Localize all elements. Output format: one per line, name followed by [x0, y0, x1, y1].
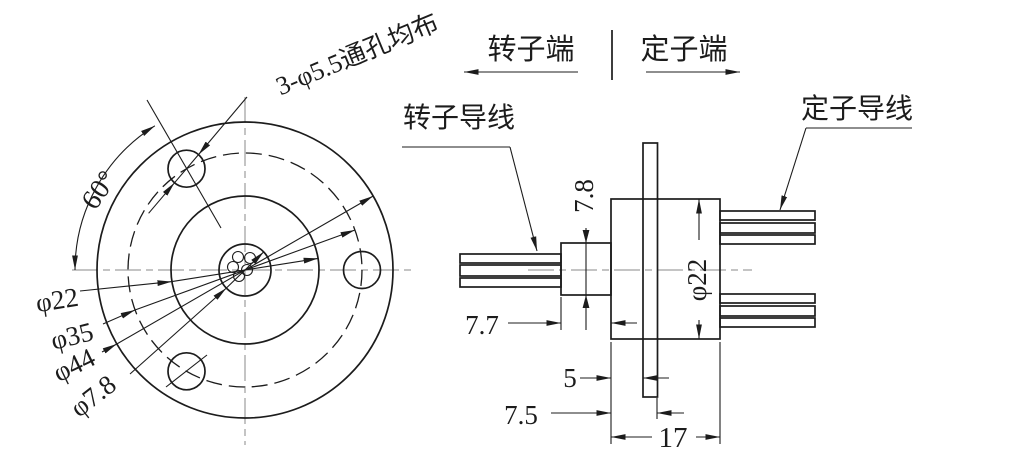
dim-7-8-label: 7.8 — [569, 179, 599, 213]
top-hole-radial-line — [146, 99, 222, 229]
dia-35-leader — [102, 229, 356, 325]
body-circle — [170, 195, 320, 345]
dim-5-label: 5 — [563, 363, 577, 393]
dim-dia-22-label: φ22 — [682, 259, 712, 302]
dim-7-5-label: 7.5 — [504, 400, 538, 430]
dia-44-leader — [101, 195, 374, 354]
shaft-circle — [218, 243, 272, 297]
dim-17: 17 — [610, 342, 721, 454]
rotor-wire-bundle — [459, 253, 562, 288]
bottom-hole-mark-line — [165, 354, 208, 388]
stator-end-label: 定子端 — [640, 33, 727, 66]
rotor-wire-label: 转子导线 — [403, 102, 515, 134]
stator-wire-bundle-lower — [719, 293, 816, 328]
stator-wire-label: 定子导线 — [801, 93, 913, 125]
outer-flange-circle — [96, 121, 394, 419]
rotor-wire-leader: 转子导线 — [402, 102, 538, 252]
end-headers: 转子端 定子端 — [464, 30, 740, 80]
flange-plate-outline — [642, 142, 659, 398]
dim-dia-22: φ22 — [682, 199, 712, 339]
bolt-hole-bottom — [167, 351, 206, 391]
stator-wire-bundle-upper — [719, 210, 816, 245]
front-view: 60° 3-φ5.5通孔均布 φ22 φ35 φ44 φ7.8 — [34, 8, 443, 445]
rotor-end-label: 转子端 — [487, 33, 574, 66]
holes-note-label: 3-φ5.5通孔均布 — [272, 8, 443, 101]
angle-dimension-arc — [72, 125, 156, 271]
dim-5: 5 — [563, 363, 669, 393]
bolt-circle-dashed — [127, 152, 363, 388]
dia-7-8-leader — [129, 251, 265, 375]
bolt-hole-top — [167, 149, 206, 189]
dim-7-7-label: 7.7 — [465, 310, 499, 340]
angle-60-label: 60° — [75, 165, 123, 215]
dia-22-leader — [79, 257, 319, 292]
dim-7-5: 7.5 — [504, 398, 684, 430]
dia-22-label: φ22 — [34, 282, 81, 318]
center-wire-cluster — [226, 250, 257, 283]
side-view: 转子端 定子端 转子导线 — [402, 30, 913, 454]
bolt-hole-right — [342, 250, 382, 290]
dim-17-label: 17 — [659, 422, 688, 454]
dim-7-7: 7.7 — [465, 297, 637, 340]
stator-wire-leader: 定子导线 — [779, 93, 913, 211]
holes-note-leader — [148, 96, 248, 214]
dim-7-8: 7.8 — [569, 179, 599, 330]
